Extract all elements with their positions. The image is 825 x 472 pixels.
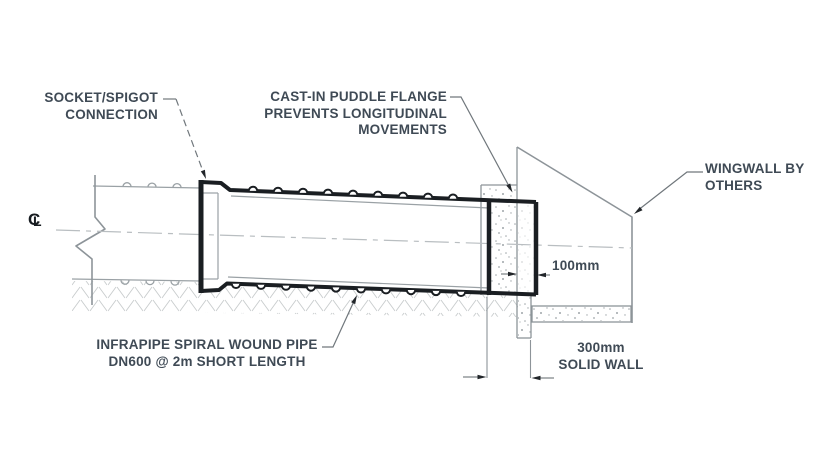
dimension-300mm: [463, 297, 554, 381]
soil-hatch: [72, 281, 518, 317]
dimension-100mm-text: 100mm: [552, 258, 600, 273]
pipe-ribs-bottom: [230, 283, 467, 297]
wingwall-label: WINGWALL BY OTHERS: [705, 161, 804, 194]
socket-connection-label: SOCKET/SPIGOT CONNECTION: [44, 90, 158, 123]
socket-label-line2: CONNECTION: [65, 106, 158, 122]
dimension-300mm-text: 300mm SOLID WALL: [551, 340, 651, 373]
upstream-pipe: [71, 182, 202, 286]
wingwall-outline: [516, 146, 633, 323]
pipe-spec-label-line1: INFRAPIPE SPIRAL WOUND PIPE: [96, 337, 318, 352]
centerline-symbol-l: L: [33, 213, 42, 229]
pipe-spec-label-line2: DN600 @ 2m SHORT LENGTH: [108, 353, 306, 369]
dimension-300mm-label: SOLID WALL: [558, 356, 644, 372]
wingwall-label-line1: WINGWALL BY: [705, 161, 805, 176]
pipe-centerline: [55, 229, 633, 249]
puddle-flange-label-line1: CAST-IN PUDDLE FLANGE: [270, 89, 447, 104]
dimension-100mm: [501, 271, 550, 278]
socket-label-line1: SOCKET/SPIGOT: [44, 90, 158, 105]
concrete-speckle: [483, 187, 630, 337]
pipe-ribs-top: [247, 185, 459, 199]
centerline-symbol: C L: [28, 210, 50, 234]
wingwall-label-line2: OTHERS: [705, 177, 763, 193]
dimension-300mm-value: 300mm: [577, 340, 625, 355]
pipe-body: [198, 180, 537, 297]
break-line: [75, 175, 106, 305]
puddle-flange-label-line3: MOVEMENTS: [358, 122, 447, 137]
puddle-flange-label: CAST-IN PUDDLE FLANGE PREVENTS LONGITUDI…: [264, 89, 447, 139]
pipe-spec-label: INFRAPIPE SPIRAL WOUND PIPE DN600 @ 2m S…: [72, 337, 342, 370]
puddle-flange: [486, 202, 539, 295]
headwall-section: [480, 147, 632, 339]
leader-lines: [163, 96, 703, 348]
centerline-symbol-c: C: [28, 210, 41, 229]
leader-arrowheads: [200, 169, 643, 305]
puddle-flange-label-line2: PREVENTS LONGITUDINAL: [264, 105, 447, 121]
pipe-inner-lines: [203, 192, 490, 289]
